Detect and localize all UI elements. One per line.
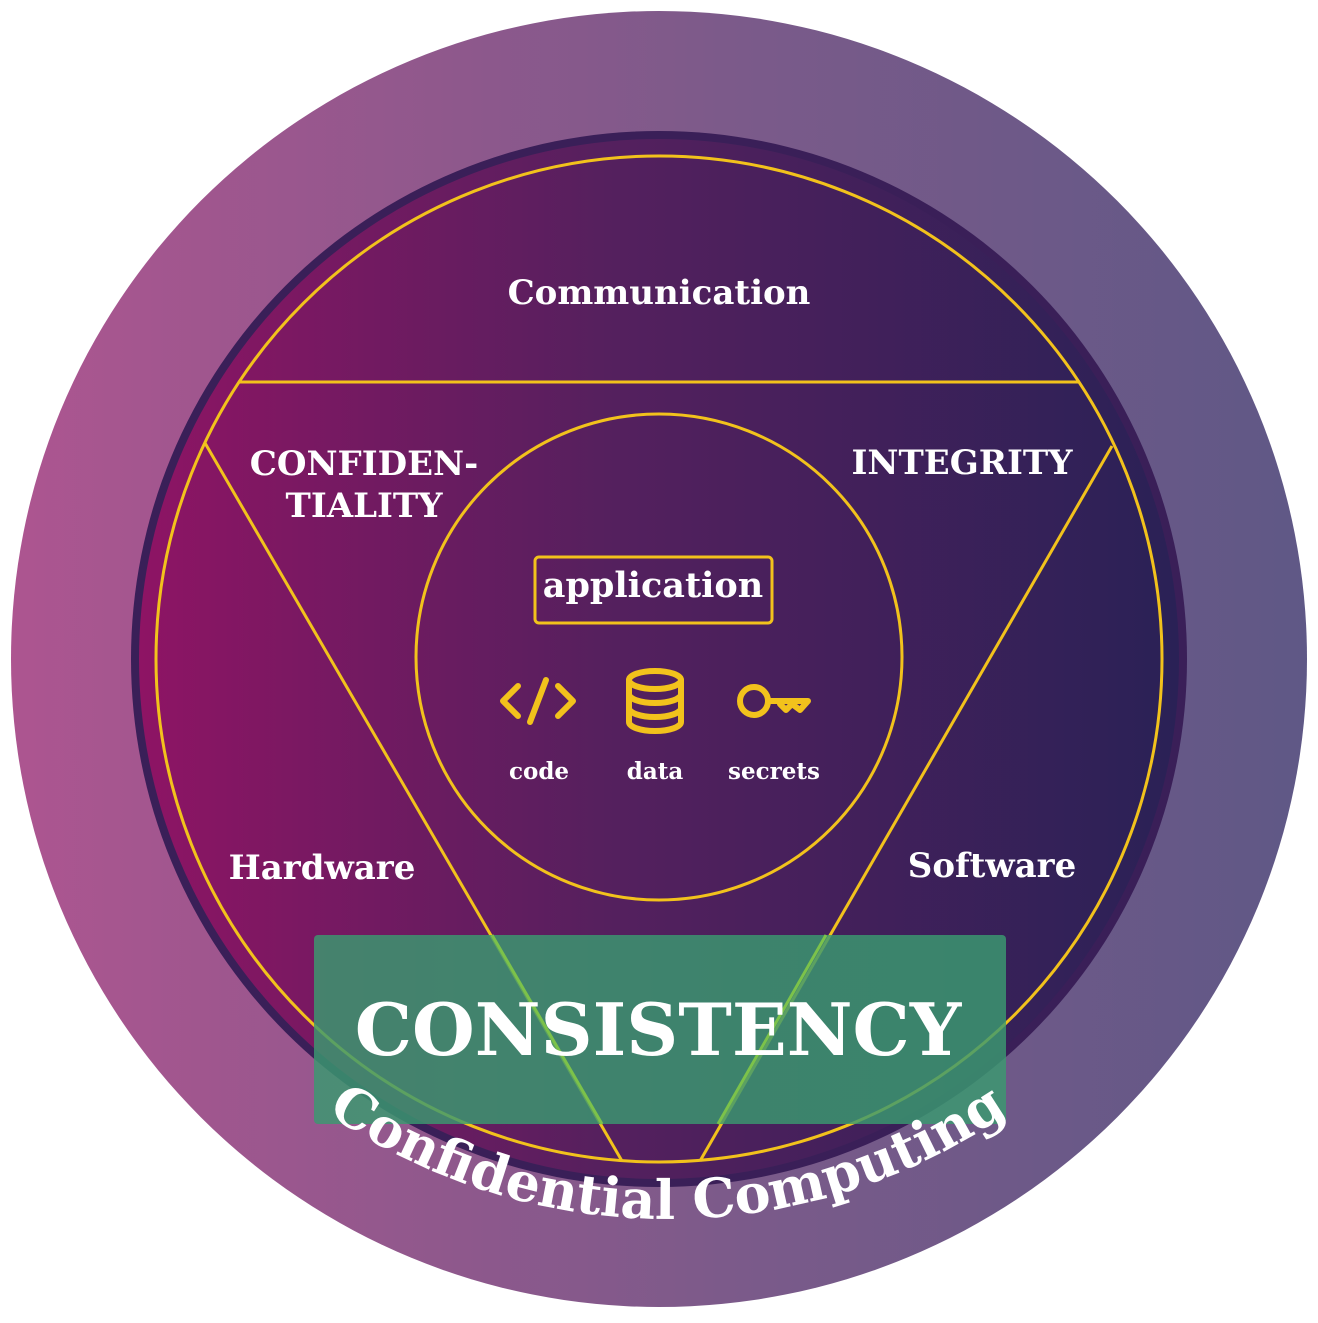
confidentiality-label-line2: TIALITY bbox=[286, 486, 444, 526]
communication-label: Communication bbox=[508, 273, 811, 313]
application-box bbox=[533, 555, 774, 625]
secrets-label: secrets bbox=[728, 758, 820, 785]
consistency-label: CONSISTENCY bbox=[355, 987, 963, 1072]
code-label: code bbox=[509, 758, 569, 785]
integrity-label: INTEGRITY bbox=[852, 443, 1074, 483]
triangle-circle bbox=[154, 154, 1164, 1164]
hardware-label: Hardware bbox=[229, 848, 416, 888]
database-icon bbox=[626, 668, 684, 734]
software-divider-overlay bbox=[716, 934, 828, 1125]
data-label: data bbox=[627, 758, 684, 785]
inner-disc bbox=[139, 139, 1179, 1179]
key-icon bbox=[737, 684, 811, 718]
confidentiality-label-line1: CONFIDEN- bbox=[250, 444, 478, 484]
code-icon bbox=[500, 677, 576, 725]
application-circle bbox=[414, 412, 904, 902]
consistency-band bbox=[314, 935, 1006, 1124]
application-label: application bbox=[543, 565, 763, 606]
hardware-divider-overlay bbox=[490, 934, 604, 1125]
software-label: Software bbox=[908, 846, 1076, 886]
